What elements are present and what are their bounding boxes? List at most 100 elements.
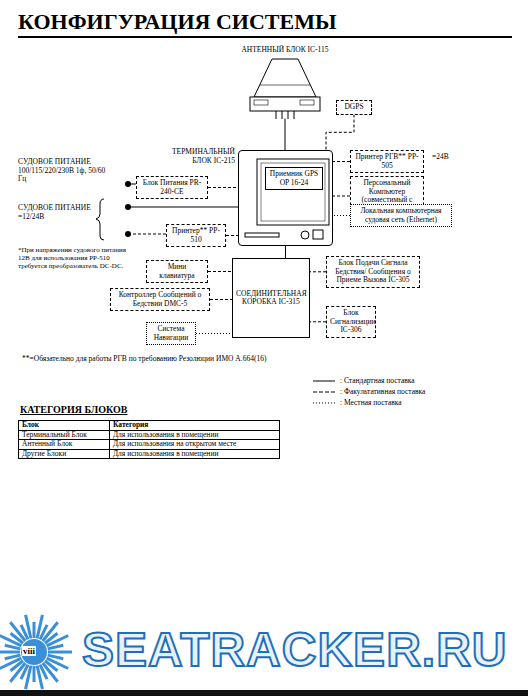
- connector: [285, 246, 286, 258]
- option-box: Блок Подачи Сигнала Бедствия/ Сообщения …: [326, 256, 420, 288]
- unit-name: Принтер** PP-510: [170, 227, 222, 244]
- connector-line: [333, 196, 350, 197]
- connector-line: [326, 115, 354, 151]
- table-cell: Антенный Блок: [19, 440, 110, 450]
- connector: [310, 271, 326, 272]
- page-number: viii: [22, 646, 36, 656]
- legend-text: : Факультативная поставка: [340, 387, 425, 397]
- connector-line: [210, 299, 232, 300]
- legend-text: : Местная поставка: [340, 398, 402, 408]
- unit-name: АНТЕННЫЙ БЛОК IC-115: [240, 46, 330, 55]
- sun-ray: [48, 645, 64, 649]
- connector-line: [226, 235, 238, 236]
- sun-ray: [0, 658, 21, 668]
- note-text: КАТЕГОРИЯ БЛОКОВ: [20, 404, 127, 416]
- note-text: СУДОВОЕ ПИТАНИЕ 100/115/220/230В 1ф, 50/…: [18, 158, 110, 184]
- connector: [285, 119, 286, 151]
- table-cell: Для использования в помещении: [110, 430, 280, 440]
- connector: [226, 235, 238, 236]
- table-cell: Для использования на открытом месте: [110, 440, 280, 450]
- title-rule: [18, 36, 512, 38]
- connector: [326, 115, 354, 151]
- bottom-bar: [0, 690, 528, 696]
- sun-ray: [26, 615, 31, 638]
- connector: [333, 161, 350, 162]
- note-text: СУДОВОЕ ПИТАНИЕ =12/24В: [18, 204, 94, 221]
- connector: [333, 215, 350, 216]
- sun-ray: [47, 636, 69, 646]
- terminal-drawing: [239, 151, 332, 245]
- sun-ray: [33, 622, 36, 638]
- category-table: БлокКатегорияТерминальный БлокДля исполь…: [18, 420, 280, 459]
- table-cell: Другие Блоки: [19, 449, 110, 459]
- option-box: Контроллер Сообщений о Бедствии DMC-5: [110, 288, 210, 311]
- table-row: БлокКатегория: [19, 421, 280, 431]
- connector: [196, 333, 232, 334]
- connector: [333, 196, 350, 197]
- legend-line: [313, 381, 335, 382]
- unit-name: Локальная компьютерная судовая сеть (Eth…: [354, 207, 448, 224]
- antenna-unit: АНТЕННЫЙ БЛОК IC-115: [240, 46, 330, 119]
- option-box: Блок Питания PR-240-CE: [136, 176, 208, 199]
- option-box: Принтер** PP-510: [166, 224, 226, 247]
- note-text: *При напряжении судового питания 12В для…: [18, 246, 130, 270]
- connector-line: [208, 271, 232, 272]
- connector-line: [310, 321, 326, 322]
- legend-sample: [312, 377, 336, 385]
- junction-box: СОЕДИНИТЕЛЬНАЯ КОРОБКА IC-315: [232, 258, 310, 338]
- table-cell: Блок: [19, 421, 110, 431]
- sun-ray: [48, 651, 72, 654]
- connector-line: [208, 187, 238, 188]
- gps-receiver-box: Приемник GPS OP 16-24: [265, 167, 323, 190]
- unit-name: DGPS: [340, 103, 368, 112]
- sun-ray: [0, 651, 20, 654]
- sun-ray: [33, 666, 36, 682]
- logo-sun: [0, 615, 72, 689]
- option-box: Блок Сигнализации IC-306: [326, 306, 376, 338]
- connector-line: [196, 333, 232, 334]
- table-cell: Терминальный Блок: [19, 430, 110, 440]
- option-box: Принтер РГВ** PP-505: [350, 150, 424, 173]
- table-row: Другие БлокиДля использования в помещени…: [19, 449, 280, 459]
- legend-line: [313, 392, 335, 393]
- connector-line: [333, 161, 350, 162]
- unit-name: Система Навигации: [150, 325, 192, 342]
- table-row: Антенный БлокДля использования на открыт…: [19, 440, 280, 450]
- unit-name: ТЕРМИНАЛЬНЫЙ БЛОК IC-215: [161, 148, 235, 165]
- unit-name: Приемник GPS OP 16-24: [269, 170, 319, 187]
- legend-sample: [312, 399, 336, 407]
- bracket: [96, 199, 104, 240]
- sun-disc: [21, 639, 47, 665]
- power-wire: [128, 207, 239, 208]
- unit-name: Контроллер Сообщений о Бедствии DMC-5: [114, 291, 206, 308]
- power-wire: [128, 184, 136, 185]
- unit-name: Мини клавиатура: [150, 263, 204, 280]
- unit-name: Принтер РГВ** PP-505: [354, 153, 420, 170]
- watermark: SEATRACKER.RU: [82, 622, 507, 678]
- unit-name: Блок Питания PR-240-CE: [140, 179, 204, 196]
- legend-sample: [312, 388, 336, 396]
- table-cell: Для использования в помещении: [110, 449, 280, 459]
- page-title: КОНФИГУРАЦИЯ СИСТЕМЫ: [18, 10, 337, 34]
- sun-ray: [5, 655, 21, 659]
- connector-line: [310, 271, 326, 272]
- option-box: DGPS: [336, 100, 372, 115]
- sun-ray: [37, 666, 42, 689]
- legend-line: [313, 403, 335, 404]
- connector: [310, 321, 326, 322]
- connector: [210, 299, 232, 300]
- note-text: =24В: [432, 153, 449, 162]
- connector: [208, 187, 238, 188]
- local-supply-box: Локальная компьютерная судовая сеть (Eth…: [350, 204, 452, 227]
- unit-name: Блок Подачи Сигнала Бедствия/ Сообщения …: [330, 259, 416, 285]
- terminal-unit: ТЕРМИНАЛЬНЫЙ БЛОК IC-215Приемник GPS OP …: [238, 150, 333, 246]
- unit-name: Блок Сигнализации IC-306: [330, 309, 372, 335]
- connector-line: [285, 119, 286, 151]
- unit-name: СОЕДИНИТЕЛЬНАЯ КОРОБКА IC-315: [236, 290, 306, 307]
- note-text: **=Обязательно для работы РГВ по требова…: [22, 355, 342, 364]
- table-row: Терминальный БлокДля использования в пом…: [19, 430, 280, 440]
- table-cell: Категория: [110, 421, 280, 431]
- power-wire: [128, 234, 166, 235]
- option-box: Мини клавиатура: [146, 260, 208, 283]
